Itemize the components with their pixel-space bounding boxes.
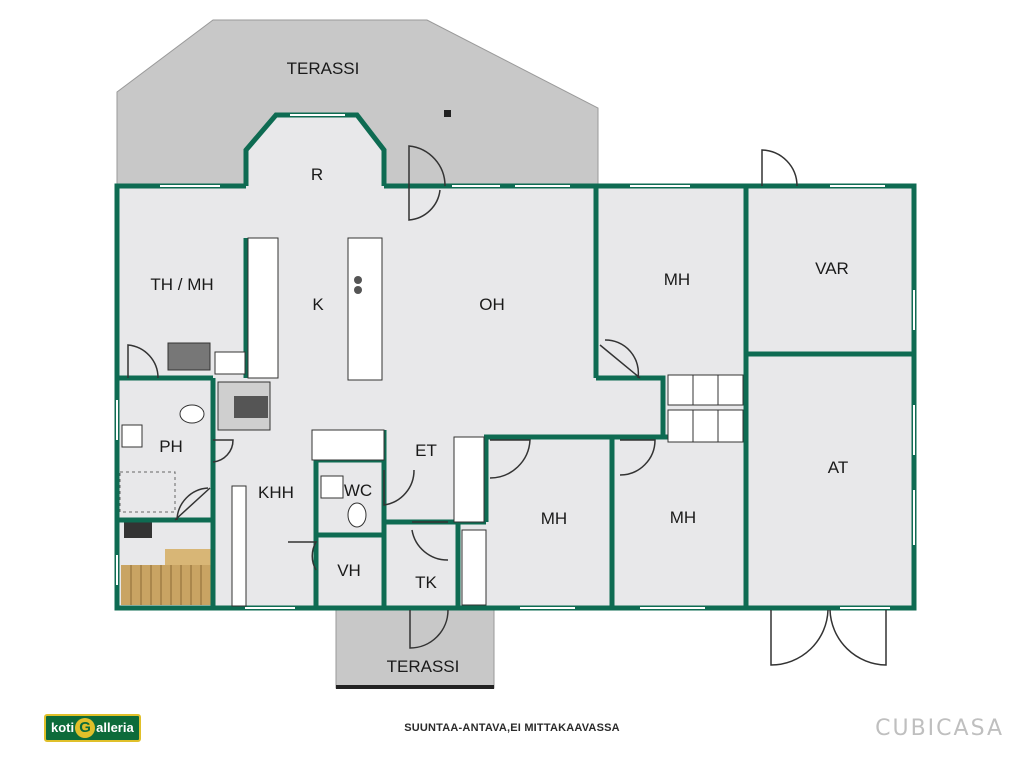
fireplace-main-core [234, 396, 268, 418]
room-label-mh-1: MH [664, 270, 690, 289]
room-label-r: R [311, 165, 323, 184]
kitchen-counters [214, 237, 487, 607]
room-label-mh-3: MH [670, 508, 696, 527]
doors [127, 145, 887, 666]
room-label-th-mh: TH / MH [150, 275, 213, 294]
sink-wc [320, 475, 344, 499]
room-label-oh: OH [479, 295, 505, 314]
room-label-wc: WC [344, 481, 372, 500]
disclaimer-note: SUUNTAA-ANTAVA,EI MITTAKAAVASSA [404, 722, 620, 734]
room-label-tk: TK [415, 573, 437, 592]
toilet-ph [179, 404, 205, 424]
sink-ph [121, 424, 143, 448]
room-label-at: AT [828, 458, 848, 477]
room-label-mh-2: MH [541, 509, 567, 528]
stairs [667, 374, 744, 443]
windows [116, 114, 915, 609]
sauna-stove [124, 522, 152, 538]
logo-left-pre: koti [51, 720, 75, 735]
sauna-upper-bench [165, 549, 213, 565]
sauna-bench [121, 565, 213, 605]
floor-bay [246, 115, 384, 186]
room-label-ph: PH [159, 437, 183, 456]
chimney [444, 110, 451, 117]
room-label-var: VAR [815, 259, 849, 278]
room-label-vh: VH [337, 561, 361, 580]
room-label-et: ET [415, 441, 437, 460]
room-label-terassi-bottom: TERASSI [387, 657, 460, 676]
shower-ph [119, 471, 176, 513]
interior-walls [117, 186, 914, 608]
room-label-khh: KHH [258, 483, 294, 502]
logo-left-post: alleria [96, 720, 134, 735]
toilet-wc [347, 502, 367, 528]
cubicasa-logo: CUBICASA [875, 716, 1004, 741]
logo-left-g: G [75, 718, 96, 738]
room-label-k: K [312, 295, 324, 314]
terrace-bottom-railing [336, 685, 494, 689]
kitchen-sink-2 [354, 286, 362, 294]
fireplace-th [167, 342, 211, 371]
kitchen-sink [354, 276, 362, 284]
room-label-terassi-top: TERASSI [287, 59, 360, 78]
